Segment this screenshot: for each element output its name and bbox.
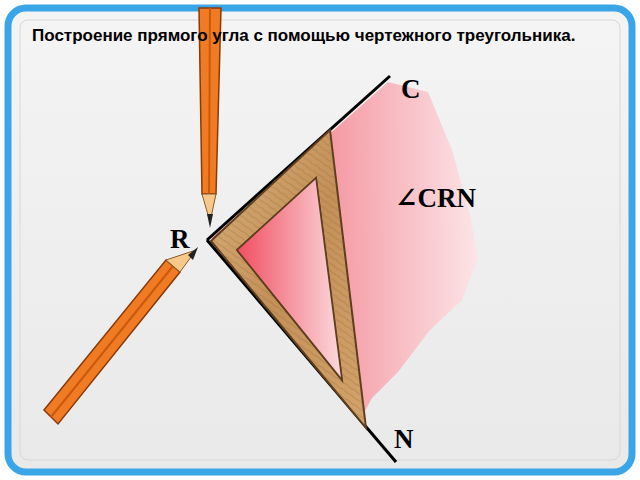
point-label: N	[394, 424, 414, 454]
triangle-hole	[237, 178, 342, 380]
vertex-label: R	[170, 224, 190, 254]
wood-grain	[211, 130, 366, 428]
point-label: C	[401, 74, 421, 104]
inner-frame	[20, 20, 620, 460]
angle-label: ∠CRN	[395, 183, 476, 213]
blue-frame	[8, 8, 632, 472]
pencil-lower	[44, 247, 198, 424]
slide-title: Построение прямого угла с помощью чертеж…	[32, 24, 592, 47]
drafting-triangle	[211, 130, 366, 428]
